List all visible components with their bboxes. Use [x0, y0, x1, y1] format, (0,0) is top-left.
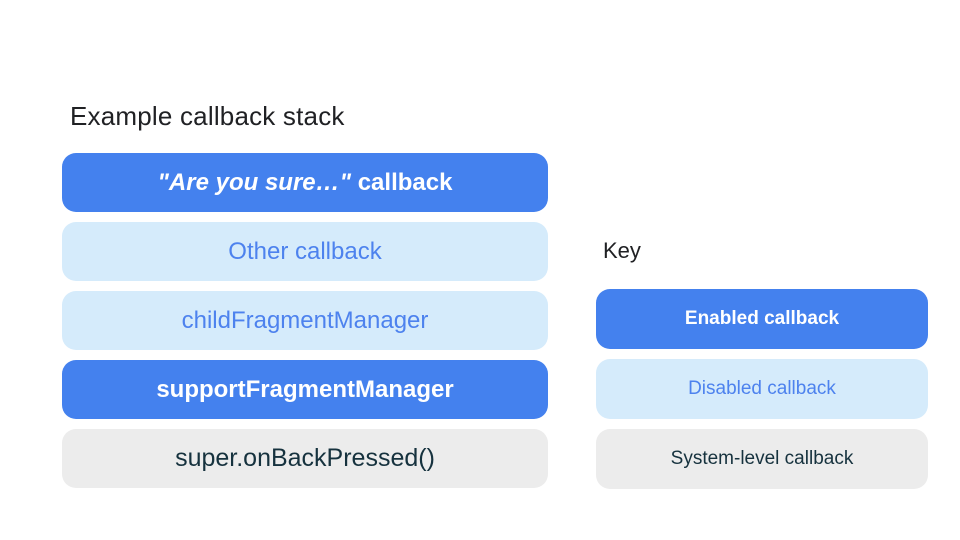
key-item-system-level-callback: System-level callback	[596, 429, 928, 489]
stack-item-rest-text: callback	[351, 168, 453, 196]
stack-item-super-on-back-pressed: super.onBackPressed()	[62, 429, 548, 488]
stack-item-quote-text: "Are you sure…"	[157, 168, 352, 196]
stack-item-are-you-sure-callback: "Are you sure…" callback	[62, 153, 548, 212]
stack-item-child-fragment-manager: childFragmentManager	[62, 291, 548, 350]
stack-item-support-fragment-manager: supportFragmentManager	[62, 360, 548, 419]
key-title: Key	[603, 238, 641, 263]
stack-title: Example callback stack	[70, 101, 345, 131]
key-item-disabled-callback: Disabled callback	[596, 359, 928, 419]
key-item-enabled-callback: Enabled callback	[596, 289, 928, 349]
key-legend: Enabled callback Disabled callback Syste…	[596, 289, 928, 489]
callback-stack: "Are you sure…" callback Other callback …	[62, 153, 548, 488]
stack-item-other-callback: Other callback	[62, 222, 548, 281]
